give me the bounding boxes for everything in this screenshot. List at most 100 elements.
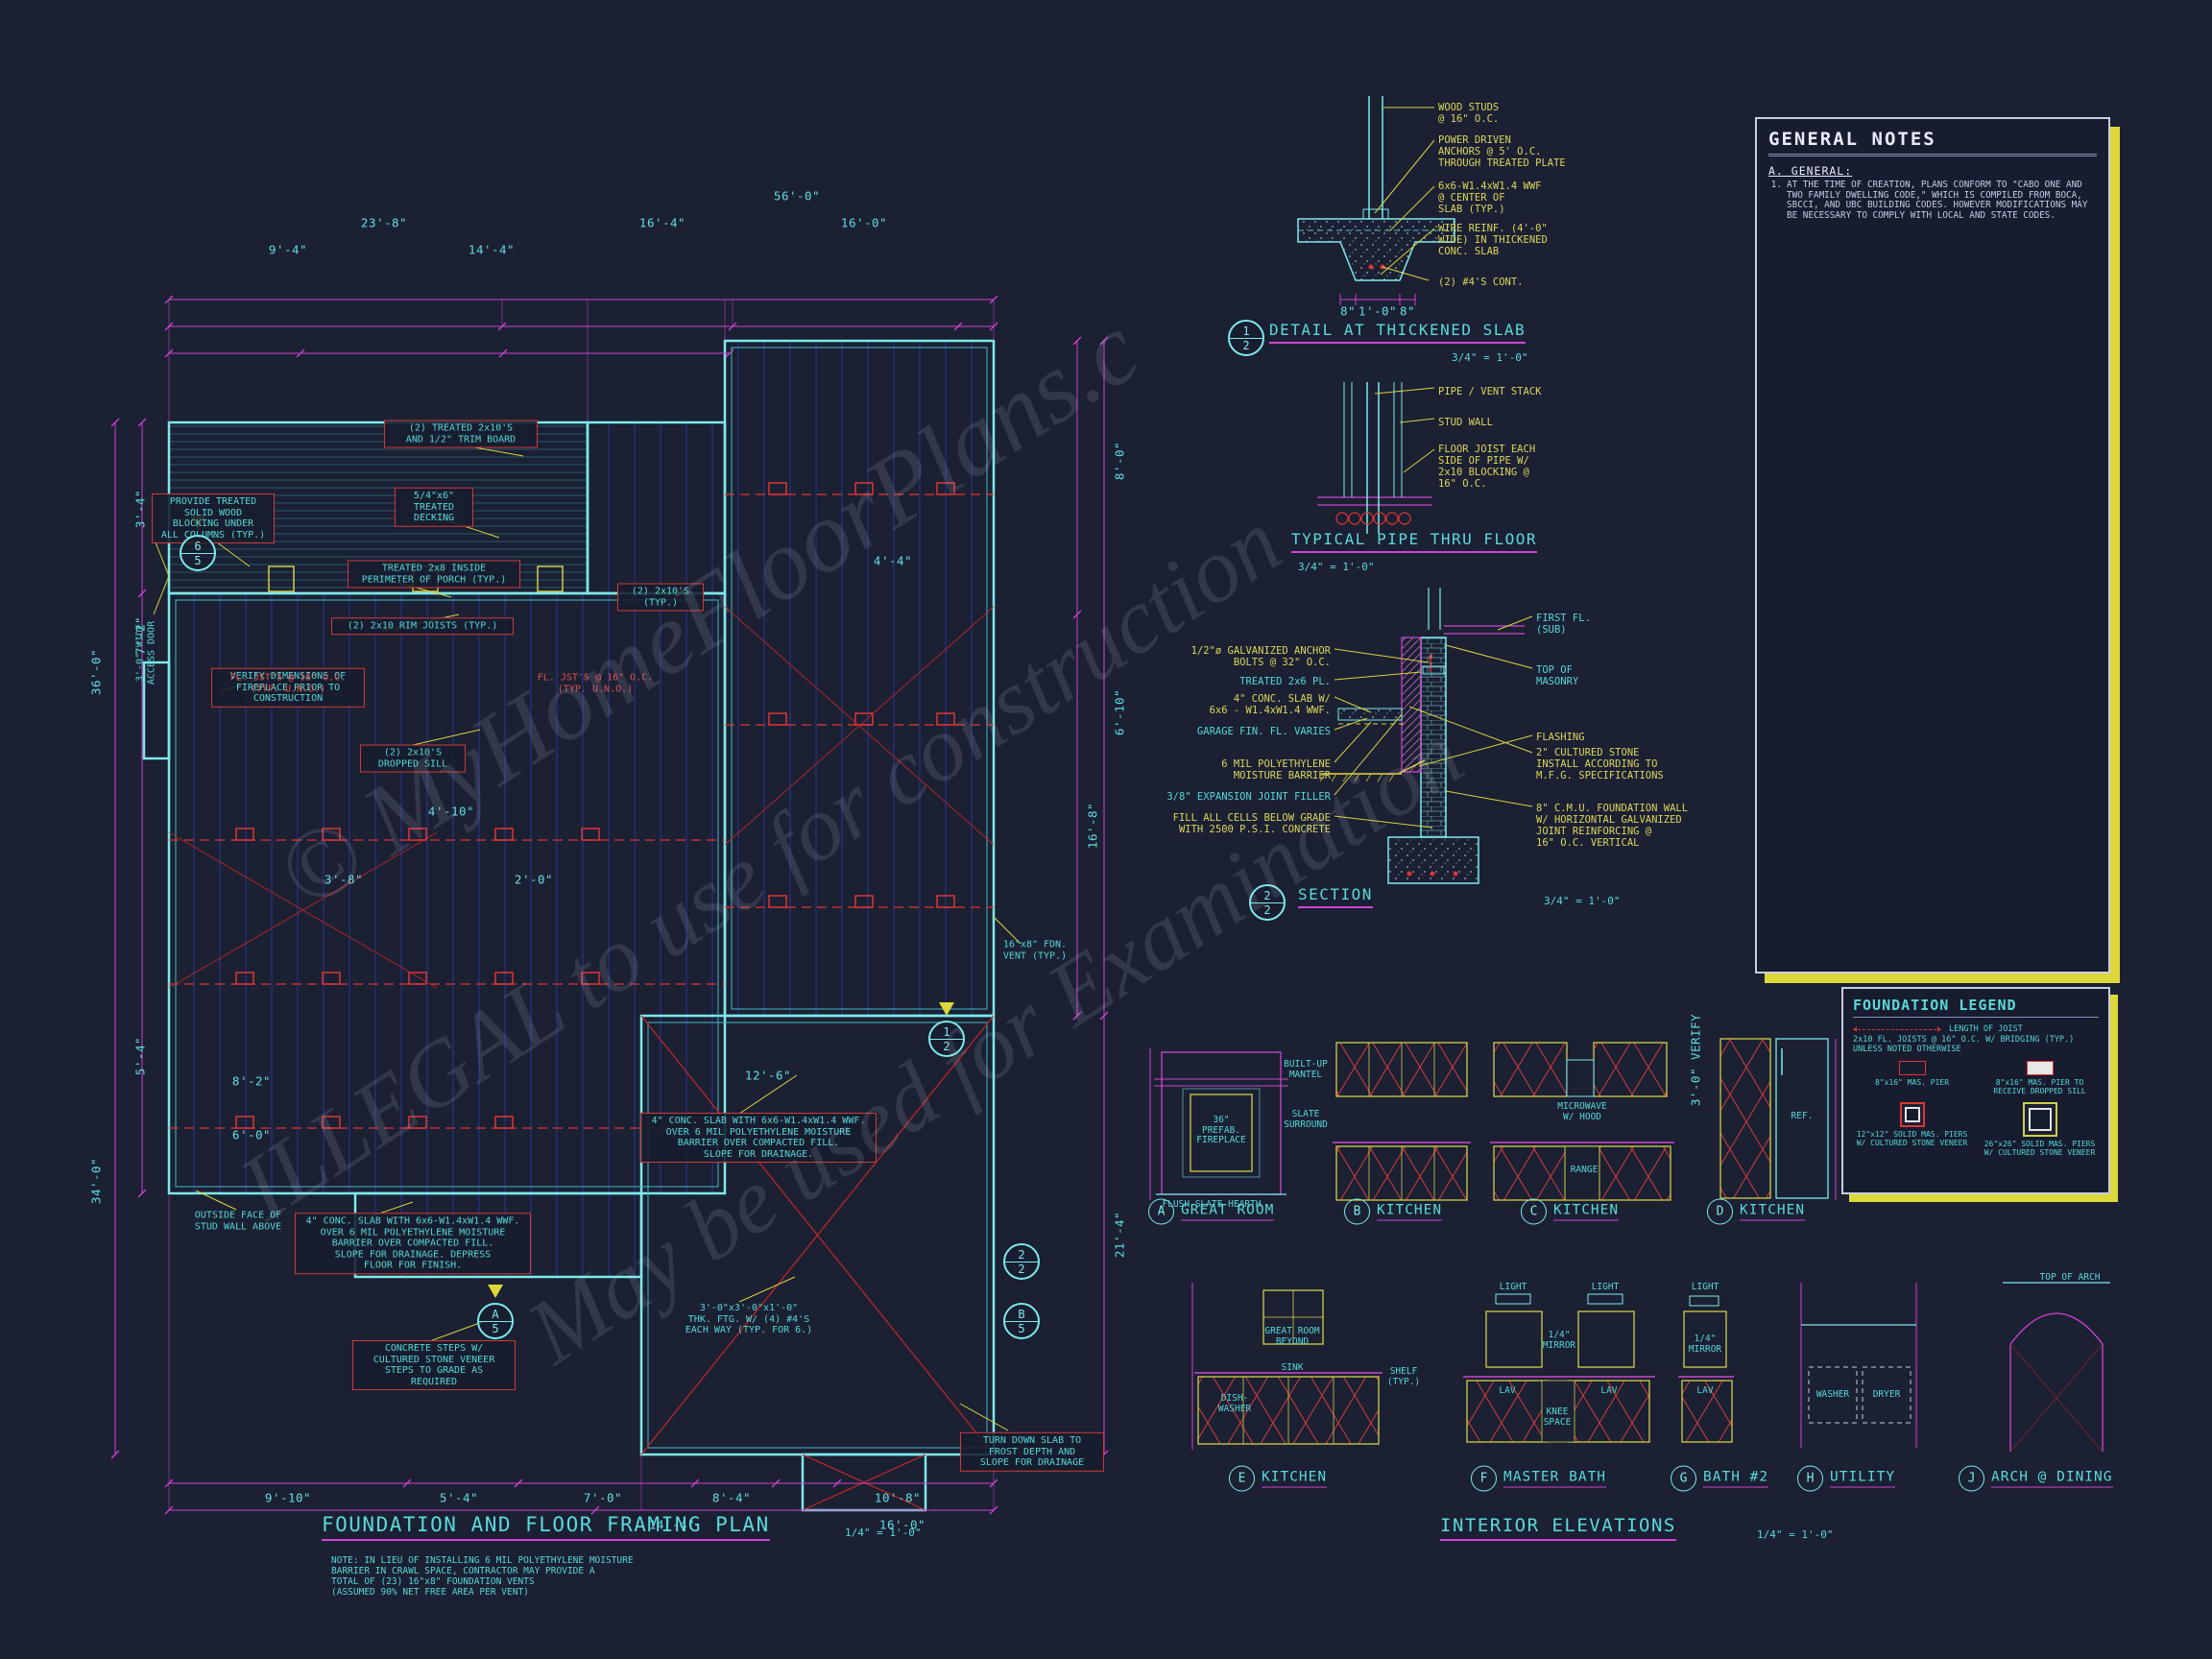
plan-annotation: 5/4"x6" TREATED DECKING (395, 487, 473, 527)
joist-length-symbol (1853, 1025, 1941, 1032)
dimension-label: 23'-8" (360, 215, 408, 230)
plan-annotation: PROVIDE TREATED SOLID WOOD BLOCKING UNDE… (152, 493, 275, 543)
pier-26x26-symbol (2022, 1102, 2057, 1137)
elevation-title-e: E KITCHEN (1229, 1465, 1328, 1492)
elevation-label: LAV (1600, 1385, 1618, 1396)
dimension-label: 16'-4" (638, 215, 686, 230)
plan-annotation: (2) 2x10'S DROPPED SILL (360, 744, 466, 773)
elevation-name: MASTER BATH (1503, 1470, 1607, 1488)
elevation-title-b: B KITCHEN (1344, 1198, 1443, 1225)
plan-annotation: 16"x8" FDN. VENT (TYP.) (1002, 939, 1068, 962)
interior-elevations-title: INTERIOR ELEVATIONS (1440, 1515, 1676, 1541)
detail3-title: SECTION (1298, 885, 1373, 908)
marker-bottom: 2 (1263, 902, 1271, 917)
plan-annotation: FL. JST'S @ 16" O.C. (TYP. U.N.O.) (537, 672, 654, 695)
general-notes-body: A. GENERAL:1.AT THE TIME OF CREATION, PL… (1768, 164, 2097, 221)
elevation-name: KITCHEN (1740, 1203, 1806, 1221)
plan-annotation: VERIFY DIMENSIONS OF FIREPLACE PRIOR TO … (211, 667, 365, 708)
elevation-name: KITCHEN (1377, 1203, 1443, 1221)
dimension-label: 9'-4" (268, 242, 308, 257)
elevation-label: WASHER (1815, 1389, 1850, 1400)
detail-label: (2) #4'S CONT. (1438, 276, 1524, 288)
detail-label: 6 MIL POLYETHYLENE MOISTURE BARRIER (1221, 758, 1331, 781)
dimension-label: 14'-4" (468, 242, 516, 257)
dimension-label: 34'-0" (88, 1157, 104, 1205)
interior-wall-lines (175, 347, 988, 1449)
detail-label: 3/8" EXPANSION JOINT FILLER (1166, 791, 1331, 803)
elevation-label: SHELF (TYP.) (1386, 1366, 1421, 1387)
elevation-bath2-drawing (1678, 1295, 1734, 1443)
plan-annotation: TURN DOWN SLAB TO FROST DEPTH AND SLOPE … (960, 1431, 1104, 1472)
elevation-label: 1/4" MIRROR (1688, 1334, 1722, 1355)
detail-thickened-slab-drawing (1297, 96, 1455, 305)
elevation-label: LAV (1499, 1385, 1516, 1396)
elevation-utility-drawing (1800, 1283, 1917, 1448)
elevation-name: KITCHEN (1553, 1203, 1620, 1221)
plan-note: NOTE: IN LIEU OF INSTALLING 6 MIL POLYET… (331, 1555, 634, 1598)
elevation-label: SLATE SURROUND (1284, 1109, 1328, 1130)
dimension-label: 16'-0" (878, 1517, 926, 1532)
dimension-ticks (110, 295, 1109, 1515)
elevation-great-room-drawing (1149, 1048, 1288, 1200)
dimension-label: 7'-0" (583, 1490, 623, 1505)
dimension-label: 16'-8" (1085, 802, 1100, 850)
plan-annotation: (2) 2x10 RIM JOISTS (TYP.) (331, 617, 514, 635)
dimension-label: 3'-0" VERIFY (1688, 1013, 1703, 1107)
elevation-label: MICROWAVE W/ HOOD (1557, 1101, 1607, 1122)
elevation-label: GREAT ROOM BEYOND (1264, 1326, 1320, 1347)
dimension-label: 3'-8" (324, 872, 364, 887)
legend-caption: 8"x16" MAS. PIER TO RECEIVE DROPPED SILL (1993, 1078, 2086, 1095)
detail-dimension-label: 1'-0" (1358, 303, 1398, 319)
elevation-master-bath-drawing (1463, 1293, 1655, 1443)
marker-bottom: 2 (1242, 338, 1250, 352)
legend-caption: 12"x12" SOLID MAS. PIERS W/ CULTURED STO… (1856, 1130, 1968, 1147)
marker-top: 2 (1005, 1249, 1038, 1262)
elevation-letter: G (1671, 1465, 1696, 1492)
general-notes-panel: GENERAL NOTES A. GENERAL:1.AT THE TIME O… (1755, 117, 2110, 974)
dimension-label: 8'-2" (231, 1073, 272, 1089)
detail-label: FLOOR JOIST EACH SIDE OF PIPE W/ 2x10 BL… (1438, 444, 1536, 490)
elevation-name: KITCHEN (1262, 1470, 1328, 1488)
dimension-label: 3'-4" (132, 489, 148, 529)
marker-top: 1 (930, 1026, 963, 1040)
detail-label: 4" CONC. SLAB W/ 6x6 - W1.4xW1.4 WWF. (1209, 693, 1331, 716)
detail-label: WIRE REINF. (4'-0" WIDE) IN THICKENED CO… (1438, 223, 1548, 257)
plan-annotation: TREATED 2x8 INSIDE PERIMETER OF PORCH (T… (348, 560, 520, 589)
detail-label: FLASHING (1536, 732, 1585, 743)
detail1-title: DETAIL AT THICKENED SLAB (1269, 321, 1527, 344)
dimension-label: 4'-10" (427, 804, 475, 819)
elevation-label: 36" PREFAB. FIREPLACE (1196, 1115, 1246, 1145)
elevation-letter: B (1344, 1198, 1370, 1225)
dimension-label: 36'-0" (88, 648, 104, 696)
elevation-letter: A (1148, 1198, 1174, 1225)
dimension-label: 2'-0" (514, 872, 554, 887)
pier-8x16-symbol (1898, 1061, 1926, 1075)
note-text: AT THE TIME OF CREATION, PLANS CONFORM T… (1787, 180, 2088, 221)
pier-dropped-sill-symbol (2026, 1061, 2054, 1075)
plan-annotation: 3'-0" WIDE ACCESS DOOR (134, 620, 157, 685)
plan-annotation: 3'-0"x3'-0"x1'-0" THK. FTG. W/ (4) #4'S … (685, 1302, 813, 1335)
elevation-letter: E (1229, 1465, 1255, 1492)
detail-dimension-label: 8" (1339, 303, 1357, 319)
plan-annotation: (2) TREATED 2x10'S AND 1/2" TRIM BOARD (384, 420, 538, 448)
marker-bottom: 5 (492, 1321, 499, 1335)
note-number: 1. (1770, 180, 1782, 190)
note-item: 1. AT THE TIME OF CREATION, PLANS CONFORM… (1768, 180, 2097, 221)
elevation-arch-dining-drawing (2003, 1282, 2110, 1453)
dimension-label: 5'-4" (439, 1490, 479, 1505)
elevation-name: ARCH @ DINING (1991, 1470, 2113, 1488)
plan-annotation: OUTSIDE FACE OF STUD WALL ABOVE (194, 1210, 282, 1233)
elevation-letter: C (1521, 1198, 1547, 1225)
detail-label: WOOD STUDS @ 16" O.C. (1438, 102, 1500, 125)
marker-top: 1 (1230, 325, 1262, 339)
